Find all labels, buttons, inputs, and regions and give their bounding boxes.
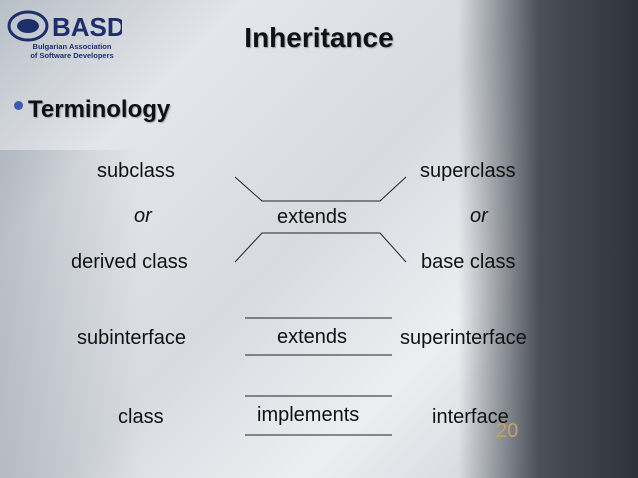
background-left-shade [0, 150, 140, 478]
logo-org: Bulgarian Association of Software Develo… [22, 42, 122, 60]
logo-org-line1: Bulgarian Association [32, 42, 112, 51]
term-interface: interface [432, 406, 509, 428]
term-extends-interface: extends [277, 326, 348, 348]
logo-org-line2: of Software Developers [30, 51, 114, 60]
connector-top [234, 176, 407, 202]
term-superclass: superclass [420, 160, 516, 182]
term-implements: implements [257, 404, 360, 426]
page-number: 20 [496, 420, 519, 442]
term-subinterface: subinterface [77, 327, 186, 349]
term-or-right: or [470, 205, 488, 227]
term-subclass: subclass [97, 160, 175, 182]
slide-title: Inheritance [244, 22, 394, 53]
logo-name: BASD [52, 12, 122, 42]
term-extends-class: extends [277, 206, 348, 228]
connector-bottom [234, 232, 407, 263]
term-class: class [118, 406, 164, 428]
logo-emblem: BASD [7, 10, 122, 42]
term-derived-class: derived class [71, 251, 188, 273]
term-or-left: or [134, 205, 152, 227]
term-superinterface: superinterface [400, 327, 527, 349]
bullet-dot-icon [14, 101, 23, 110]
background-right-code [458, 0, 638, 478]
bullet-terminology: Terminology [28, 96, 171, 123]
term-base-class: base class [421, 251, 516, 273]
